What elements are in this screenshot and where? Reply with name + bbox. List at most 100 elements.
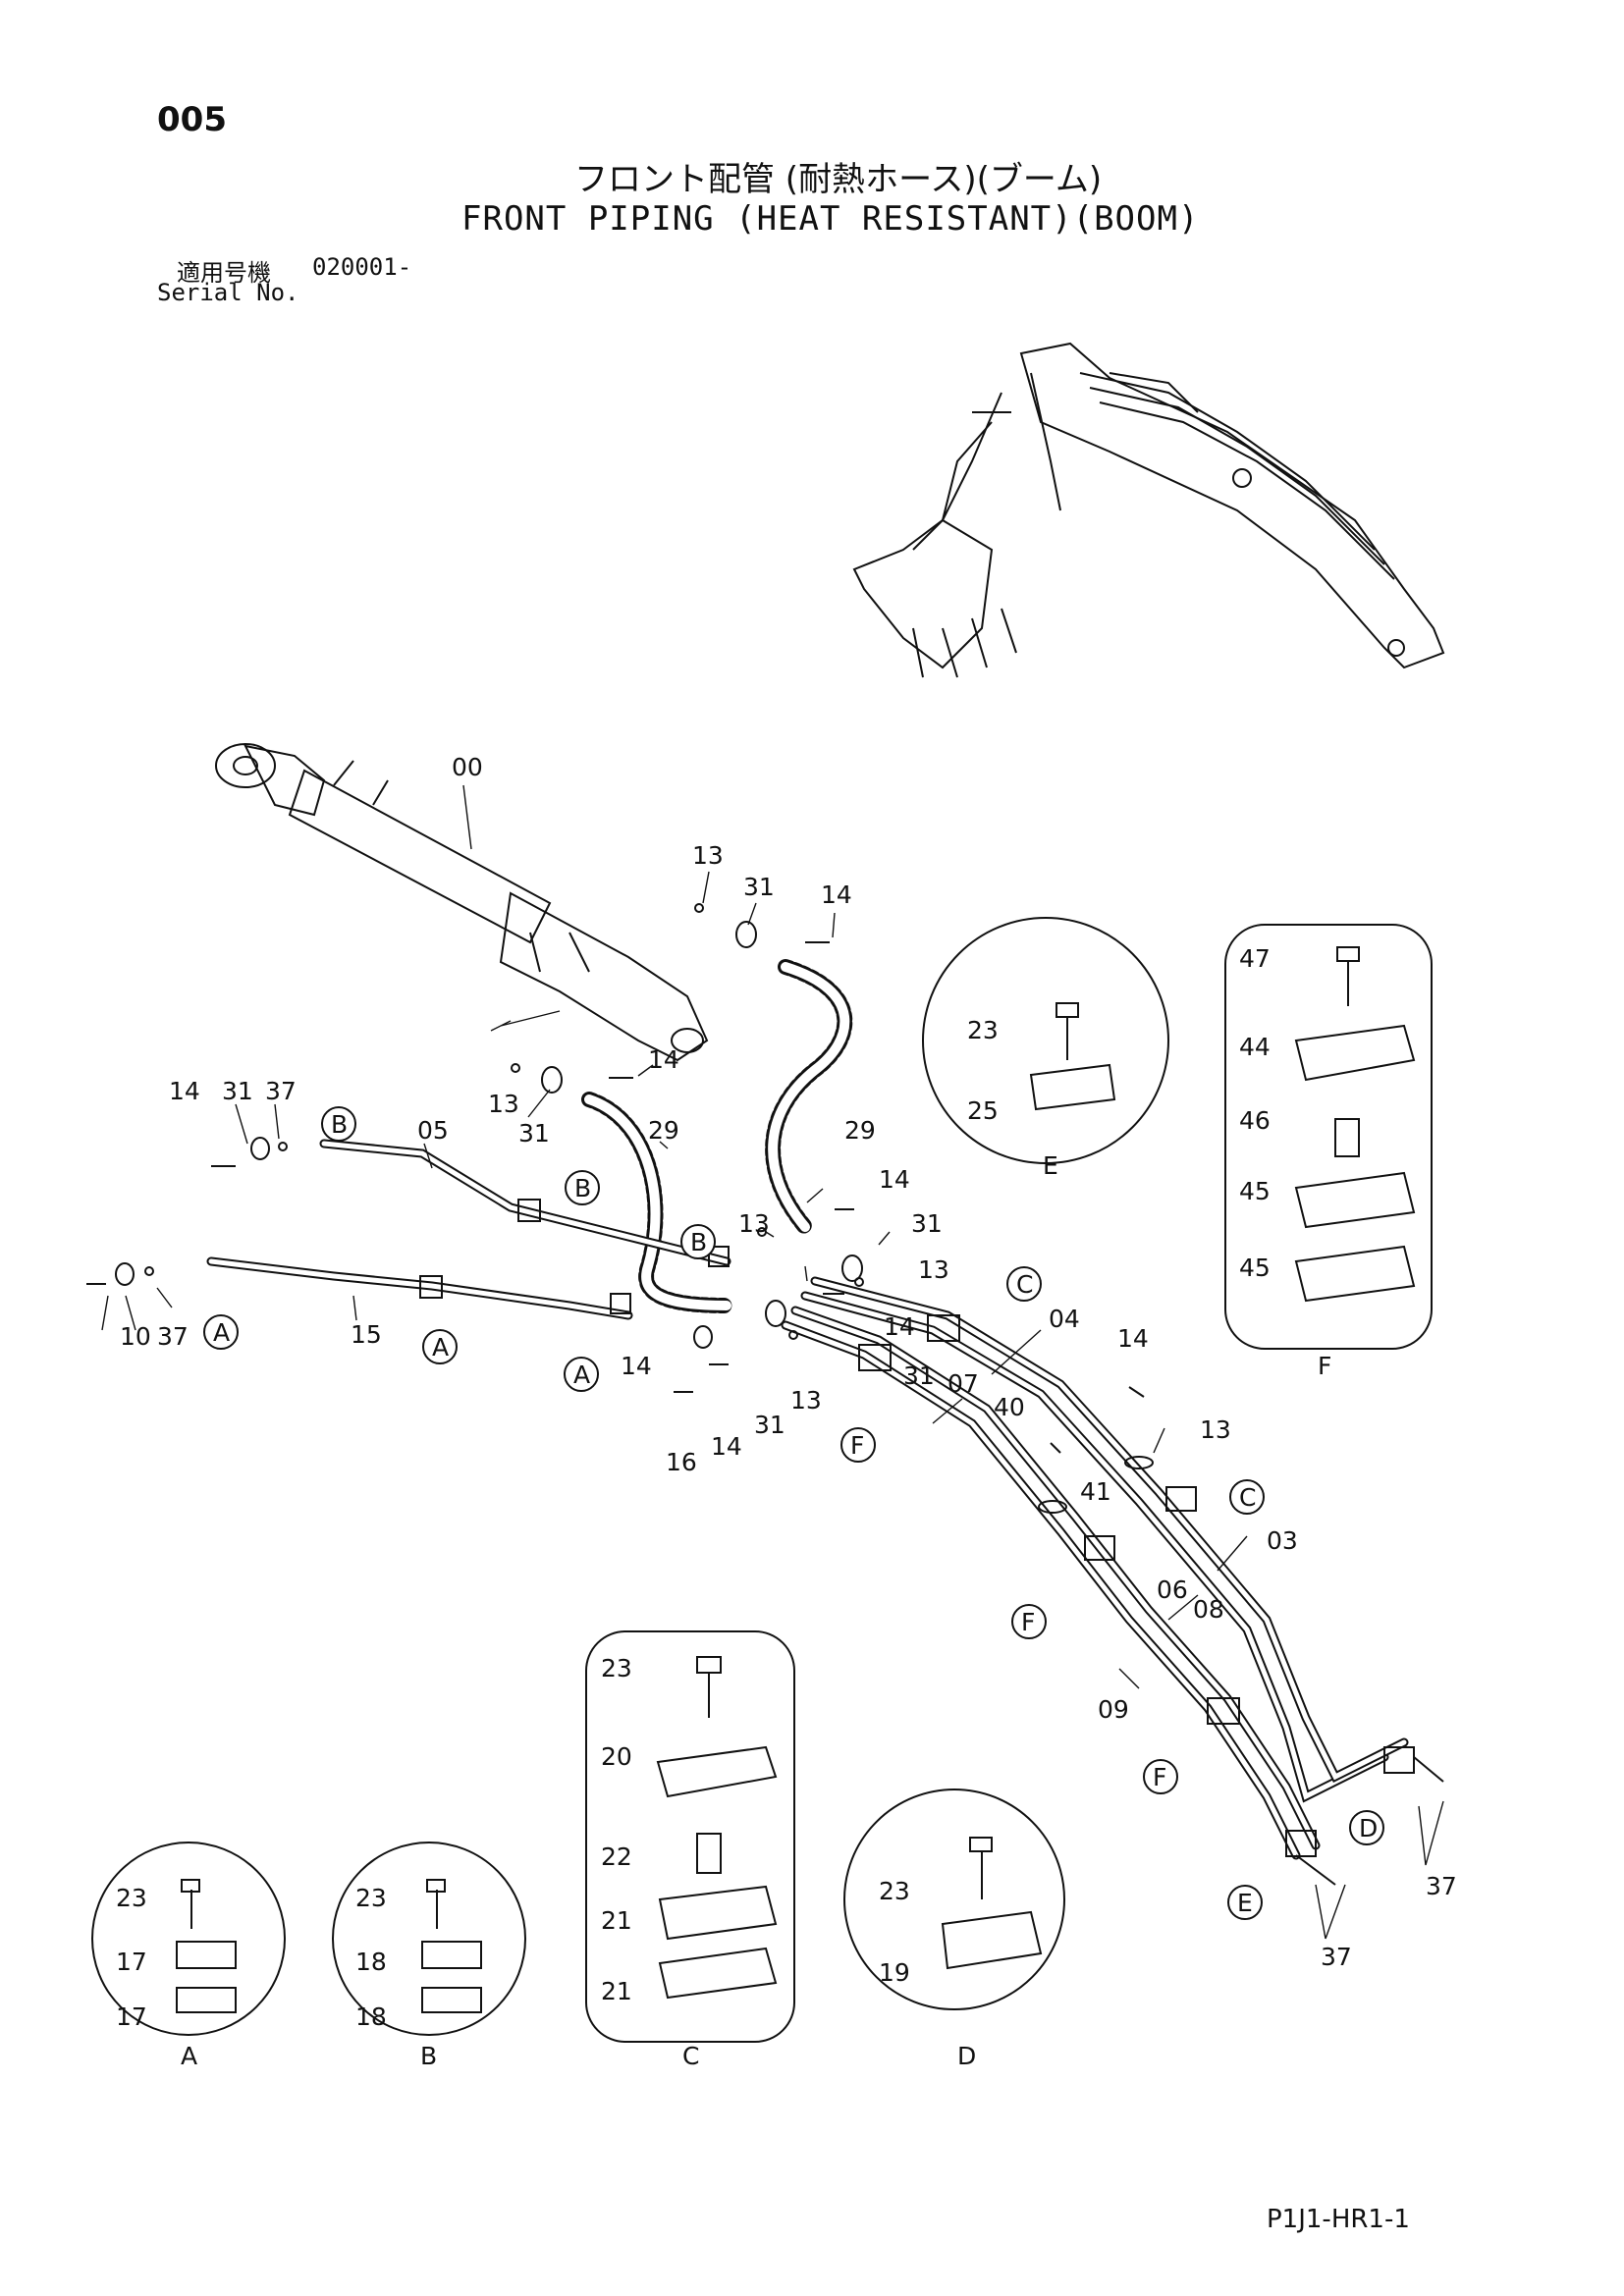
part-callout: 13 bbox=[692, 841, 724, 870]
title-english: FRONT PIPING (HEAT RESISTANT)(BOOM) bbox=[461, 199, 1200, 239]
part-callout: 14 bbox=[1117, 1324, 1149, 1353]
reference-marker-label: B bbox=[331, 1110, 348, 1139]
reference-marker-label: C bbox=[1239, 1483, 1256, 1512]
part-callout: 37 bbox=[157, 1322, 189, 1351]
part-callout: 14 bbox=[648, 1045, 679, 1074]
hose-29-right bbox=[765, 959, 853, 1235]
document-code: P1J1-HR1-1 bbox=[1267, 2205, 1410, 2234]
part-callout: 29 bbox=[844, 1116, 876, 1145]
detail-view-e bbox=[922, 917, 1169, 1164]
reference-marker-label: B bbox=[690, 1228, 707, 1256]
leader-lines bbox=[101, 784, 1444, 1940]
part-callout: 07 bbox=[947, 1369, 979, 1398]
part-callout: 09 bbox=[1098, 1695, 1129, 1724]
part-callout: 15 bbox=[351, 1320, 382, 1349]
part-callout: 06 bbox=[1157, 1575, 1188, 1604]
reference-marker-circle bbox=[1143, 1759, 1178, 1794]
detail-part-callout: 21 bbox=[601, 1906, 632, 1935]
reference-marker-label: F bbox=[1153, 1763, 1166, 1791]
detail-view-letter: B bbox=[420, 2042, 437, 2070]
part-callout: 10 bbox=[120, 1322, 151, 1351]
detail-part-callout: 21 bbox=[601, 1977, 632, 2005]
detail-part-callout: 25 bbox=[967, 1096, 999, 1125]
detail-part-callout: 17 bbox=[116, 2002, 147, 2031]
part-callout: 31 bbox=[903, 1362, 935, 1390]
reference-marker-label: C bbox=[1016, 1270, 1033, 1299]
pipe-10 bbox=[206, 1256, 633, 1320]
excavator-overview-illustration bbox=[852, 342, 1445, 678]
serial-label-english: Serial No. bbox=[157, 279, 299, 306]
detail-view-f bbox=[1224, 924, 1433, 1350]
part-callout: 03 bbox=[1267, 1526, 1298, 1555]
reference-marker-circle bbox=[565, 1170, 600, 1205]
title-japanese: フロント配管 (耐熱ホース)(ブーム) bbox=[574, 160, 1103, 199]
reference-marker-circle bbox=[1229, 1479, 1265, 1515]
reference-marker-circle bbox=[1349, 1810, 1384, 1845]
part-callout: 08 bbox=[1193, 1595, 1224, 1624]
detail-part-callout: 19 bbox=[879, 1958, 910, 1987]
part-callout: 31 bbox=[911, 1209, 943, 1238]
reference-marker-circle bbox=[1011, 1604, 1047, 1639]
detail-part-callout: 20 bbox=[601, 1742, 632, 1771]
reference-marker-circle bbox=[1227, 1885, 1263, 1920]
part-callout: 14 bbox=[884, 1312, 915, 1341]
reference-marker-label: A bbox=[213, 1318, 230, 1347]
reference-marker-label: A bbox=[573, 1361, 590, 1389]
detail-view-letter: A bbox=[181, 2042, 197, 2070]
detail-view-c bbox=[585, 1630, 795, 2043]
part-callout: 31 bbox=[743, 873, 775, 901]
detail-part-callout: 45 bbox=[1239, 1177, 1271, 1205]
part-callout: 29 bbox=[648, 1116, 679, 1145]
detail-part-callout: 18 bbox=[355, 1948, 387, 1976]
part-callout: 37 bbox=[1321, 1943, 1352, 1971]
part-callout: 31 bbox=[518, 1119, 550, 1148]
detail-part-callout: 23 bbox=[967, 1016, 999, 1044]
pipe-clamps bbox=[419, 1199, 1415, 1857]
serial-number-value: 020001- bbox=[312, 253, 412, 281]
boom-cylinder bbox=[215, 743, 709, 1062]
serial-label-japanese: 適用号機 bbox=[177, 259, 271, 287]
reference-marker-label: A bbox=[432, 1333, 449, 1362]
detail-view-letter: D bbox=[957, 2042, 976, 2070]
reference-marker-circle bbox=[1006, 1266, 1042, 1302]
detail-view-b bbox=[332, 1842, 526, 2036]
part-callout: 14 bbox=[169, 1077, 200, 1105]
reference-marker-label: D bbox=[1359, 1814, 1378, 1842]
detail-view-d bbox=[843, 1789, 1065, 2010]
page-number: 005 bbox=[157, 100, 227, 139]
part-callout: 40 bbox=[994, 1393, 1025, 1421]
pipe-bundle-lower bbox=[781, 1306, 1321, 1860]
part-callout: 13 bbox=[790, 1386, 822, 1415]
detail-part-callout: 47 bbox=[1239, 944, 1271, 973]
detail-part-callout: 18 bbox=[355, 2002, 387, 2031]
part-callout: 31 bbox=[754, 1411, 785, 1439]
reference-marker-circle bbox=[840, 1427, 876, 1463]
part-callout: 14 bbox=[879, 1165, 910, 1194]
part-callout: 13 bbox=[738, 1209, 770, 1238]
detail-view-letter: E bbox=[1043, 1151, 1058, 1180]
part-callout: 37 bbox=[265, 1077, 297, 1105]
detail-part-callout: 44 bbox=[1239, 1033, 1271, 1061]
reference-marker-label: F bbox=[850, 1431, 864, 1460]
reference-marker-label: E bbox=[1237, 1889, 1253, 1917]
detail-part-callout: 17 bbox=[116, 1948, 147, 1976]
detail-part-callout: 23 bbox=[879, 1877, 910, 1905]
detail-part-callout: 23 bbox=[601, 1654, 632, 1682]
detail-part-callout: 23 bbox=[355, 1884, 387, 1912]
detail-part-callout: 23 bbox=[116, 1884, 147, 1912]
hose-29-left bbox=[581, 1092, 734, 1313]
reference-marker-circle bbox=[321, 1106, 356, 1142]
reference-marker-circle bbox=[680, 1224, 716, 1259]
reference-marker-circle bbox=[564, 1357, 599, 1392]
part-callout: 00 bbox=[452, 753, 483, 781]
reference-marker-label: F bbox=[1021, 1608, 1035, 1636]
part-callout: 14 bbox=[821, 881, 852, 909]
reference-marker-circle bbox=[203, 1314, 239, 1350]
part-callout: 31 bbox=[222, 1077, 253, 1105]
part-callout: 14 bbox=[711, 1432, 742, 1461]
detail-part-callout: 45 bbox=[1239, 1254, 1271, 1282]
detail-view-a bbox=[91, 1842, 286, 2036]
